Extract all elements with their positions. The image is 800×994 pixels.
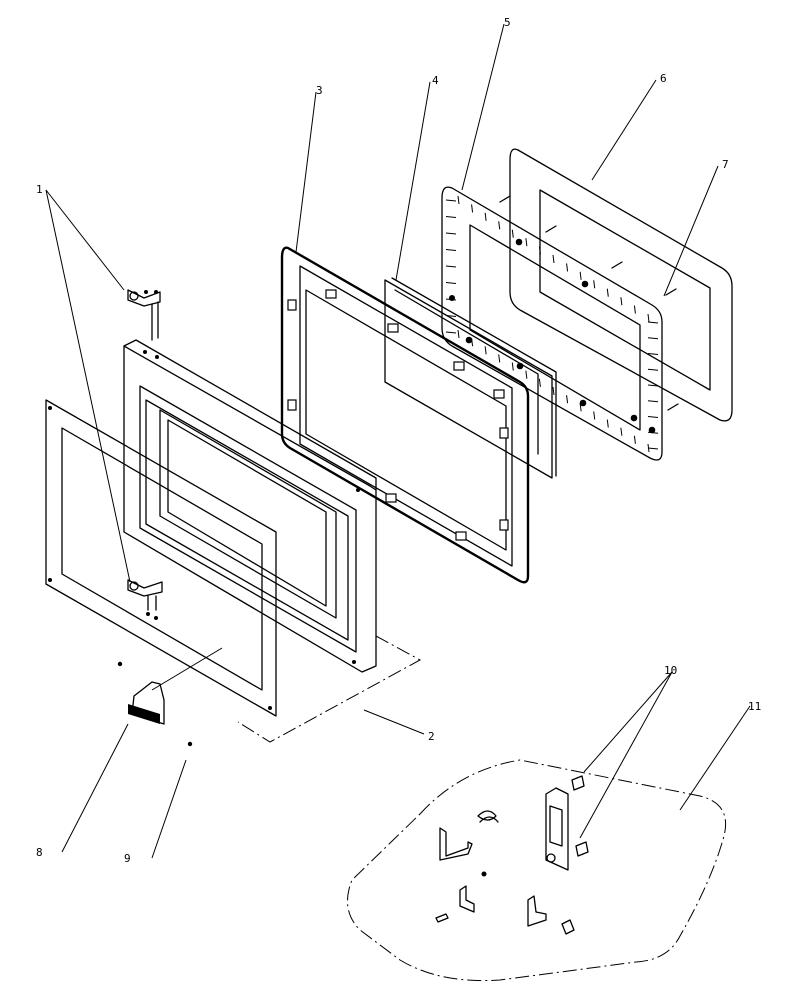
perforation-tick [538,378,541,387]
callout-7: 7 [722,158,729,171]
callout-8: 8 [36,846,43,859]
perforation-tick [620,297,623,306]
part-3-door-frame [280,246,530,584]
perforation-tick [566,395,569,404]
perforation-tick [445,249,457,251]
callout-9: 9 [124,852,131,865]
perforation-tick [511,362,514,371]
perforation-tick [445,216,457,218]
perforation-tick [647,416,659,418]
perforation-tick [593,280,596,289]
callout-2: 2 [428,730,435,743]
perforation-tick [445,282,457,284]
door-body-panel [123,339,377,673]
perforation-tick [445,199,457,202]
perforation-tick [511,229,514,238]
callout-6: 6 [660,72,667,85]
perforation-tick [593,411,596,420]
callout-3: 3 [316,84,323,97]
perforation-tick [647,321,659,324]
perforation-tick [498,354,501,363]
part-1-hinges [127,289,163,620]
perforation-tick [471,204,474,213]
perforation-tick [606,288,609,297]
perforation-tick [445,265,457,268]
door-front-panel [45,399,277,717]
leader-lines [45,23,751,859]
perforation-tick [552,254,555,264]
part-11-parts-bag-outline [347,759,726,982]
part-5-window-frame [441,186,663,461]
perforation-tick [552,386,555,396]
perforation-tick [457,329,460,339]
perforation-tick [647,447,659,450]
frame-perforation-marks [445,195,659,453]
part-4-inner-panel [384,277,557,479]
callout-1: 1 [36,183,43,196]
callout-labels: 1 2 3 4 5 6 7 8 9 10 11 [36,16,761,865]
callout-11: 11 [748,700,761,713]
part-11-small-parts [435,810,575,935]
perforation-tick [566,263,569,272]
perforation-tick [620,427,623,436]
perforation-tick [647,337,659,340]
perforation-tick [525,370,528,379]
perforation-tick [647,384,659,387]
perforation-tick [633,305,636,314]
perforation-tick [647,368,659,371]
perforation-tick [606,419,609,428]
perforation-tick [445,232,457,235]
part-7-screws [499,195,679,411]
perforation-tick [538,246,541,255]
perforation-tick [647,313,650,323]
perforation-tick [579,271,582,280]
part-8-latch-handle [117,647,223,747]
perforation-tick [457,195,460,205]
perforation-tick [647,400,659,403]
perforation-tick [484,212,487,221]
callout-10: 10 [664,664,677,677]
perforation-tick [445,331,457,334]
part-6-outer-glass [509,148,733,422]
callout-5: 5 [504,16,511,29]
perforation-tick [633,435,636,444]
perforation-tick [498,221,501,230]
perforation-tick [484,346,487,355]
perforation-tick [647,353,659,355]
part-10-latch-parts [545,775,589,871]
part-2-assembly-outline [237,635,422,743]
perforation-tick [525,238,528,247]
callout-4: 4 [432,74,439,87]
